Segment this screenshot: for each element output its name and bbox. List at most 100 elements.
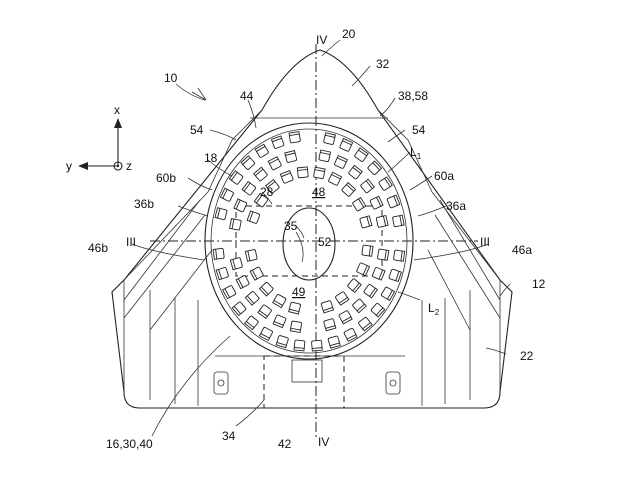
label-54-right: 54 [412,123,426,137]
seat [358,316,373,332]
left-panel-lines [123,280,199,406]
seat [235,275,250,290]
label-35: 35 [284,219,298,233]
seat [378,176,393,191]
seat [244,291,260,306]
seat [372,267,386,281]
core-curve [295,231,304,263]
seat [288,131,301,144]
seat [388,268,402,283]
seat [348,164,363,180]
axis-label-x: x [114,103,120,117]
seat [214,207,228,221]
seat [356,262,371,277]
right-wheel-icon [385,371,401,395]
seat [215,267,229,281]
central-core [282,207,336,281]
label-60a: 60a [434,169,454,183]
seat [354,147,369,162]
seat [311,339,323,352]
label-l1: L1 [410,145,422,161]
seat [352,298,367,314]
seat [265,178,280,194]
nose-ridge-left [207,109,263,193]
label-34: 34 [222,429,236,443]
seat [244,249,258,262]
seat [363,284,379,299]
aircraft-outline [111,49,513,409]
seat [359,215,373,229]
ref-arrow-10 [191,87,207,101]
seat [228,170,244,185]
seat [327,335,341,349]
seat [279,169,294,184]
nose-ridge-right [377,109,433,193]
seat [338,310,353,325]
label-32: 32 [376,57,390,71]
seat [267,156,282,171]
seat [375,214,389,228]
seat [341,182,357,197]
seat [334,154,348,169]
label-28: 28 [260,185,274,199]
seat [270,135,285,149]
label-46b: 46b [88,241,108,255]
gear-box [291,359,323,383]
seat [323,132,336,145]
label-44: 44 [240,89,254,103]
landing-gear-bay [263,355,345,409]
label-22: 22 [520,349,534,363]
left-wheel-icon [213,371,229,395]
label-36b: 36b [134,197,154,211]
seat [288,301,301,315]
seat [284,150,298,163]
seat [386,194,401,209]
seat [289,320,303,333]
circular-cabin [204,122,414,360]
left-diagonals [123,199,213,331]
seat [275,335,289,349]
seat [381,286,396,301]
seat [318,149,332,163]
cabin-inner-wall [210,128,408,354]
seat [249,266,264,281]
coordinate-axes [78,118,123,171]
label-38-58: 38,58 [398,89,428,103]
label-iii-left: III [126,235,136,249]
seat [241,180,256,196]
seat [254,143,269,158]
label-52: 52 [318,235,332,249]
seat [253,166,268,182]
label-iv-bottom: IV [318,435,329,449]
seat [360,178,375,194]
axis-label-y: y [66,159,72,173]
label-49: 49 [292,285,306,299]
seat [293,339,306,352]
label-18: 18 [204,151,218,165]
seat [212,247,225,260]
label-l2: L2 [428,301,440,317]
axis-label-z: z [126,159,132,173]
label-iii-right: III [480,235,490,249]
label-42: 42 [278,437,292,451]
label-10: 10 [164,71,178,85]
seat [240,155,256,170]
label-60b: 60b [156,171,176,185]
seat [272,294,287,309]
seat [343,327,358,342]
seat [258,281,274,297]
left-wing-line [123,191,209,281]
seat [352,196,367,212]
seat [370,302,386,318]
seat [328,171,343,186]
seat [323,318,337,332]
seat [347,278,362,294]
right-wing-line [431,191,501,281]
seat [258,326,273,342]
seat [392,214,405,228]
label-54-left: 54 [190,123,204,137]
seat [231,301,247,317]
seat [361,244,374,257]
seat [313,166,326,180]
